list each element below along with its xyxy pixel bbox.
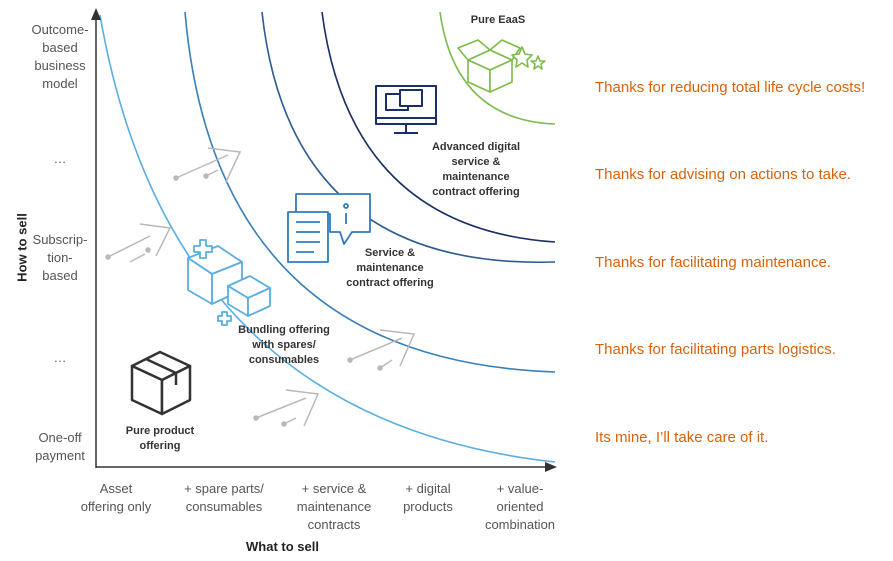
- x-axis-title: What to sell: [246, 539, 319, 554]
- open-box-stars-icon: [457, 39, 546, 93]
- stage-curve-4: [321, 11, 556, 243]
- y-label-ellipsis-2: …: [53, 350, 67, 365]
- transition-arrow-4: [253, 389, 320, 427]
- outcome-facilitating-maintenance: Thanks for facilitating maintenance.: [595, 254, 831, 271]
- box-icon: [130, 350, 192, 416]
- y-axis-title: How to sell: [14, 213, 30, 282]
- document-chat-icon: [287, 193, 371, 263]
- outcome-take-care: Its mine, I’ll take care of it.: [595, 429, 769, 446]
- transition-arrow-2: [173, 147, 242, 183]
- transition-arrow-1: [105, 223, 172, 263]
- x-axis-arrowhead: [545, 462, 557, 472]
- y-axis-arrowhead: [91, 8, 101, 20]
- x-label-spare-parts: + spare parts/consumables: [184, 481, 264, 514]
- outcome-advising-actions: Thanks for advising on actions to take.: [595, 166, 851, 183]
- outcome-parts-logistics: Thanks for facilitating parts logistics.: [595, 341, 836, 358]
- outcome-reducing-costs: Thanks for reducing total life cycle cos…: [595, 79, 866, 96]
- stage-label-pure-eaas: Pure EaaS: [470, 14, 526, 26]
- monitor-icon: [375, 85, 437, 134]
- medical-boxes-icon: [187, 239, 271, 326]
- y-label-ellipsis-1: …: [53, 151, 67, 166]
- stage-curve-2: [184, 11, 556, 373]
- y-label-subscription-based: Subscrip-tion-based: [32, 232, 88, 283]
- transition-arrow-3: [347, 329, 416, 371]
- stage-curve-1: [99, 14, 556, 463]
- stage-curve-5: [439, 11, 556, 125]
